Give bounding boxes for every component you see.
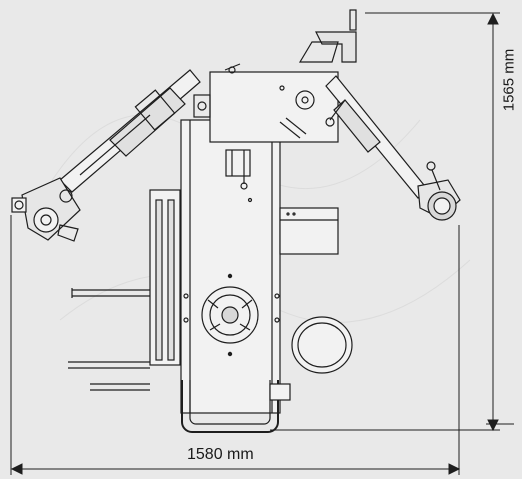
top-bracket xyxy=(298,9,357,63)
base-frame xyxy=(181,380,291,433)
drum xyxy=(291,316,353,374)
right-arm xyxy=(325,75,429,199)
side-panel xyxy=(279,207,339,255)
left-arm xyxy=(59,63,241,193)
height-dimension-label: 1565 mm xyxy=(500,48,518,112)
width-dimension-line xyxy=(10,215,461,475)
left-levers xyxy=(68,189,181,391)
right-tool-head xyxy=(417,161,461,221)
center-tool xyxy=(225,149,251,190)
width-dimension-label: 1580 mm xyxy=(187,446,254,463)
head-block xyxy=(193,71,339,143)
left-tool-head xyxy=(11,177,81,242)
height-dimension-line xyxy=(270,12,514,432)
turntable xyxy=(201,273,259,357)
